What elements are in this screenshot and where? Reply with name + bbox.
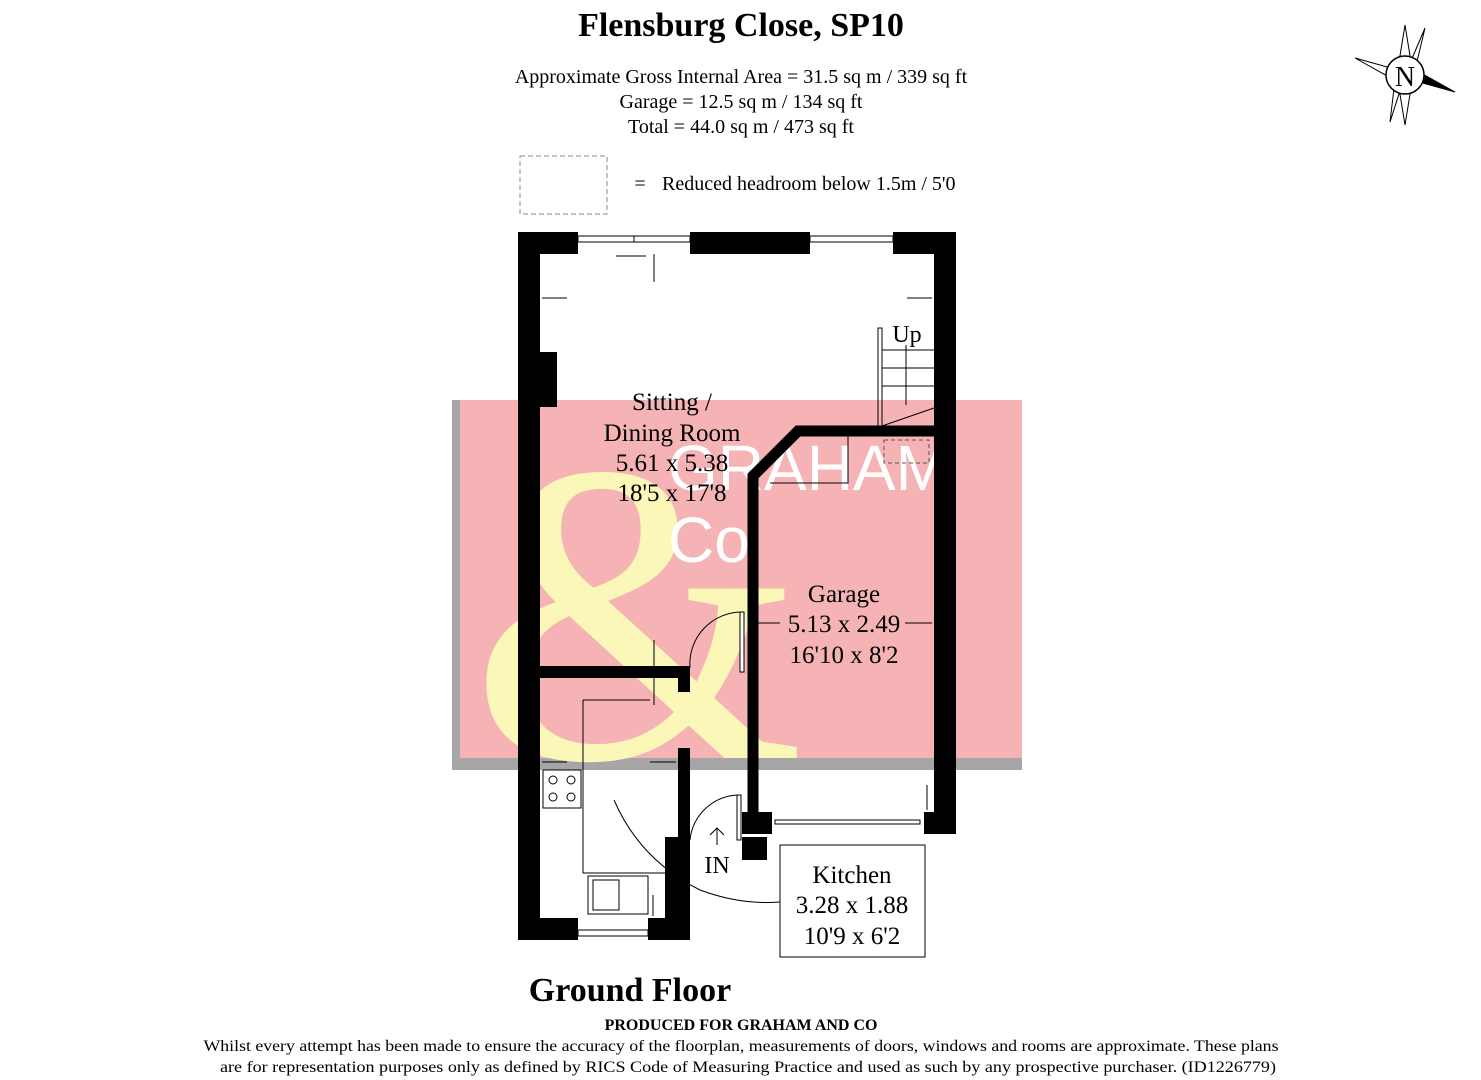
sitting-room-name-2: Dining Room bbox=[604, 420, 741, 447]
garage-name: Garage bbox=[808, 581, 880, 608]
dimension-markers bbox=[542, 254, 932, 916]
reduced-headroom-swatch bbox=[519, 155, 608, 215]
garage-area: Garage = 12.5 sq m / 134 sq ft bbox=[620, 91, 863, 113]
floor-label: Ground Floor bbox=[529, 972, 731, 1009]
kitchen-imperial: 10'9 x 6'2 bbox=[804, 923, 901, 950]
legend-text: Reduced headroom below 1.5m / 5'0 bbox=[662, 173, 956, 195]
plan-title: Flensburg Close, SP10 bbox=[578, 7, 904, 44]
legend-equals: = bbox=[634, 173, 645, 195]
graham-and-co-watermark bbox=[452, 400, 1022, 770]
sink-icon bbox=[587, 875, 649, 915]
hob-icon bbox=[542, 769, 582, 809]
room-sitting-dining: Sitting / Dining Room 5.61 x 5.38 18'5 x… bbox=[604, 389, 741, 507]
windows-and-doors bbox=[577, 235, 921, 937]
garage-metric: 5.13 x 2.49 bbox=[788, 611, 901, 638]
disclaimer-line-1: Whilst every attempt has been made to en… bbox=[204, 1038, 1279, 1055]
sitting-room-imperial: 18'5 x 17'8 bbox=[617, 480, 726, 507]
compass-north-label: N bbox=[1395, 62, 1415, 93]
kitchen-name: Kitchen bbox=[812, 862, 892, 889]
kitchen-fittings bbox=[542, 699, 665, 915]
entrance-label: IN bbox=[704, 853, 729, 879]
staircase: Up bbox=[770, 322, 935, 484]
total-area: Total = 44.0 sq m / 473 sq ft bbox=[628, 116, 854, 138]
garage-imperial: 16'10 x 8'2 bbox=[789, 642, 898, 669]
produced-for: PRODUCED FOR GRAHAM AND CO bbox=[605, 1017, 878, 1034]
disclaimer-line-2: are for representation purposes only as … bbox=[220, 1059, 1276, 1076]
room-garage: Garage 5.13 x 2.49 16'10 x 8'2 bbox=[788, 581, 901, 669]
north-compass-icon: N bbox=[1354, 24, 1456, 126]
kitchen-metric: 3.28 x 1.88 bbox=[796, 892, 909, 919]
walls bbox=[518, 232, 956, 940]
gross-area: Approximate Gross Internal Area = 31.5 s… bbox=[515, 66, 968, 88]
room-kitchen: Kitchen 3.28 x 1.88 10'9 x 6'2 bbox=[779, 844, 926, 958]
sitting-room-name-1: Sitting / bbox=[632, 389, 712, 416]
sitting-room-metric: 5.61 x 5.38 bbox=[616, 450, 729, 477]
stairs-up-label: Up bbox=[892, 322, 921, 348]
